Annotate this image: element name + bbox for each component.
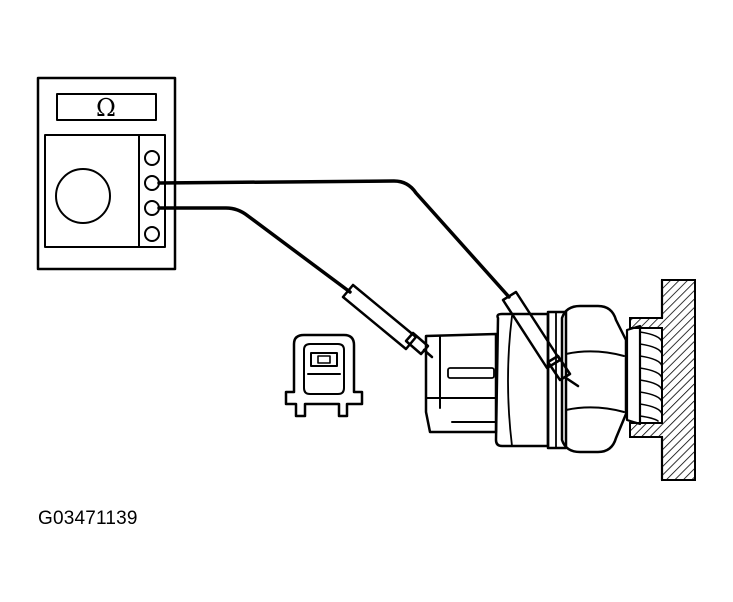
ohmmeter: Ω bbox=[36, 76, 177, 271]
ohm-symbol: Ω bbox=[96, 94, 116, 122]
connector-face-inner bbox=[303, 343, 345, 395]
figure-id-label: G03471139 bbox=[38, 508, 138, 529]
probe-lower bbox=[341, 283, 434, 359]
connector-face-view bbox=[284, 333, 364, 418]
connector-shell bbox=[424, 332, 498, 434]
test-lead-lower-wire bbox=[157, 206, 352, 294]
pressure-switch bbox=[424, 278, 696, 482]
probe-lower-tip[interactable] bbox=[422, 348, 434, 359]
probe-upper-collar bbox=[546, 354, 572, 382]
meter-jack-3[interactable] bbox=[144, 200, 160, 216]
probes bbox=[341, 283, 580, 388]
mounting-wall bbox=[629, 279, 696, 481]
connector-terminal-pin bbox=[317, 355, 331, 364]
hex-nut bbox=[560, 304, 628, 454]
connector-terminal bbox=[310, 352, 338, 367]
test-lead-upper-wire bbox=[157, 179, 511, 299]
meter-display bbox=[56, 93, 157, 121]
meter-jack-1[interactable] bbox=[144, 150, 160, 166]
meter-jack-2[interactable] bbox=[144, 175, 160, 191]
meter-body bbox=[36, 76, 177, 271]
probe-upper-handle bbox=[501, 290, 562, 370]
switch-thread bbox=[639, 331, 663, 422]
hex-nut-edge-upper bbox=[565, 350, 625, 357]
probe-upper-tip[interactable] bbox=[564, 376, 580, 388]
meter-dial-panel bbox=[44, 134, 140, 248]
switch-stem bbox=[625, 324, 642, 426]
switch-flange bbox=[546, 310, 568, 450]
connector-latch bbox=[447, 367, 495, 379]
test-leads bbox=[157, 179, 511, 299]
connector-face-outline bbox=[284, 333, 364, 418]
switch-housing bbox=[494, 312, 550, 448]
meter-jack-4[interactable] bbox=[144, 226, 160, 242]
meter-dial bbox=[55, 168, 111, 224]
jack-panel bbox=[138, 134, 166, 248]
housing-contour bbox=[507, 315, 513, 447]
probe-lower-collar bbox=[404, 331, 430, 356]
hex-nut-edge-lower bbox=[565, 406, 625, 413]
probe-upper bbox=[501, 290, 580, 388]
